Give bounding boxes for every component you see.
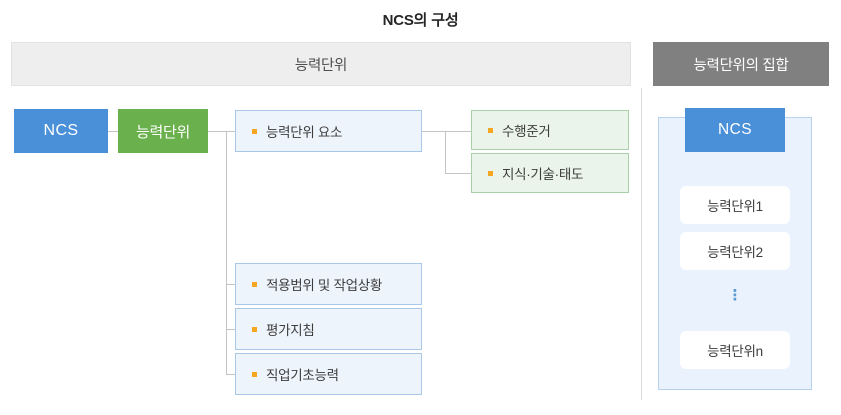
connector-subtrunk-vertical bbox=[445, 131, 446, 173]
connector-unit-to-trunk bbox=[208, 131, 226, 132]
page-title: NCS의 구성 bbox=[382, 12, 459, 29]
panel-divider bbox=[641, 88, 642, 400]
aggregate-ncs-label: NCS bbox=[718, 121, 752, 138]
connector-branch-guide bbox=[226, 329, 235, 330]
bullet-icon bbox=[488, 127, 493, 133]
node-competency-unit-label: 능력단위 bbox=[135, 123, 190, 141]
header-competency-unit-label: 능력단위 bbox=[294, 57, 348, 74]
node-ncs-label: NCS bbox=[43, 122, 79, 139]
header-competency-unit-set: 능력단위의 집합 bbox=[653, 42, 829, 86]
aggregate-item-2-label: 능력단위2 bbox=[707, 245, 763, 260]
node-basic-vocational-competency-label: 직업기초능력 bbox=[266, 368, 339, 383]
aggregate-item-2[interactable]: 능력단위2 bbox=[680, 232, 790, 270]
node-evaluation-guideline[interactable]: 평가지침 bbox=[235, 308, 422, 350]
connector-branch-element bbox=[226, 131, 235, 132]
aggregate-item-n[interactable]: 능력단위n bbox=[680, 331, 790, 369]
node-basic-vocational-competency[interactable]: 직업기초능력 bbox=[235, 353, 422, 395]
bullet-icon bbox=[252, 326, 257, 332]
connector-branch-basic bbox=[226, 374, 235, 375]
connector-branch-kst bbox=[445, 173, 471, 174]
node-evaluation-guideline-label: 평가지침 bbox=[266, 323, 315, 338]
aggregate-ncs-node[interactable]: NCS bbox=[685, 108, 785, 152]
node-scope-and-work-situation-label: 적용범위 및 작업상황 bbox=[266, 278, 382, 293]
bullet-icon bbox=[252, 371, 257, 377]
node-performance-criteria[interactable]: 수행준거 bbox=[471, 110, 629, 150]
node-knowledge-skill-attitude[interactable]: 지식·기술·태도 bbox=[471, 153, 629, 193]
connector-trunk-vertical bbox=[226, 131, 227, 374]
bullet-icon bbox=[252, 128, 257, 134]
aggregate-item-1[interactable]: 능력단위1 bbox=[680, 186, 790, 224]
node-performance-criteria-label: 수행준거 bbox=[502, 124, 551, 139]
aggregate-item-n-label: 능력단위n bbox=[707, 344, 763, 359]
header-competency-unit-set-label: 능력단위의 집합 bbox=[693, 57, 789, 74]
node-competency-unit-element-label: 능력단위 요소 bbox=[266, 125, 343, 140]
aggregate-item-1-label: 능력단위1 bbox=[707, 199, 763, 214]
node-scope-and-work-situation[interactable]: 적용범위 및 작업상황 bbox=[235, 263, 422, 305]
bullet-icon bbox=[252, 281, 257, 287]
aggregate-ellipsis-icon: ⋮ bbox=[727, 286, 743, 304]
connector-branch-criteria bbox=[445, 131, 471, 132]
bullet-icon bbox=[488, 170, 493, 176]
node-knowledge-skill-attitude-label: 지식·기술·태도 bbox=[502, 167, 584, 182]
node-competency-unit[interactable]: 능력단위 bbox=[118, 109, 208, 153]
connector-ncs-to-unit bbox=[108, 131, 118, 132]
node-ncs[interactable]: NCS bbox=[14, 109, 108, 153]
node-competency-unit-element[interactable]: 능력단위 요소 bbox=[235, 110, 422, 152]
connector-element-out bbox=[422, 131, 445, 132]
header-competency-unit: 능력단위 bbox=[11, 42, 631, 86]
connector-branch-scope bbox=[226, 284, 235, 285]
